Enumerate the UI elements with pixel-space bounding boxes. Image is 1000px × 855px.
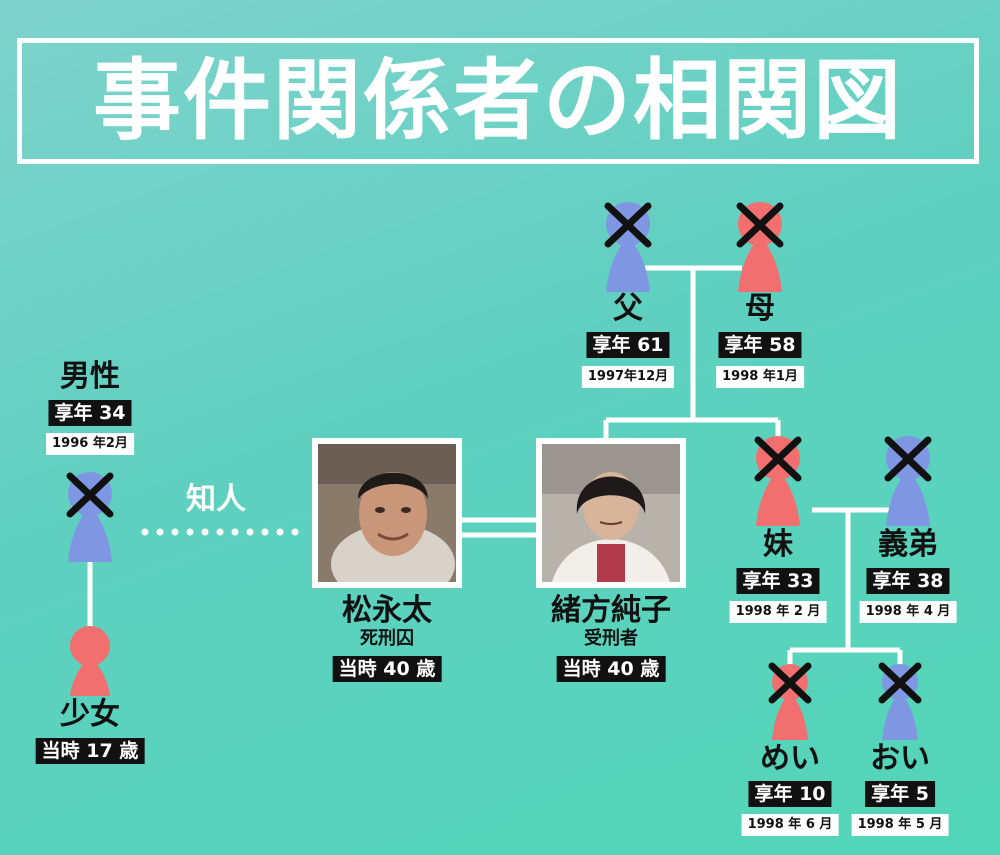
sister-deceased-female-icon	[754, 436, 802, 526]
matsunaga-portrait-image	[318, 444, 456, 582]
brother-in-law-deceased-male-icon	[884, 436, 932, 526]
ogata-photo	[536, 438, 686, 588]
diagram-title: 事件関係者の相関図	[92, 49, 903, 152]
acquaintance-dotted-line	[141, 528, 299, 536]
matsunaga-age: 当時 40 歳	[332, 656, 442, 682]
niece-deceased-female-icon	[768, 662, 812, 740]
sister-age: 享年 33	[736, 568, 820, 594]
ogata-role: 受刑者	[584, 628, 638, 649]
father-name: 父	[613, 291, 643, 326]
father-deceased-male-icon	[604, 202, 652, 292]
acquaintance-label: 知人	[186, 482, 246, 517]
nephew-name: おい	[870, 741, 930, 776]
mother-name: 母	[745, 291, 775, 326]
niece-date: 1998 年 6 月	[741, 814, 839, 836]
ogata-name: 緒方純子	[551, 593, 671, 628]
man-name: 男性	[60, 359, 120, 394]
father-date: 1997年12月	[581, 366, 675, 388]
title-box: 事件関係者の相関図	[17, 38, 979, 164]
brother-in-law-date: 1998 年 4 月	[859, 601, 957, 623]
nephew-date: 1998 年 5 月	[851, 814, 949, 836]
matsunaga-photo	[312, 438, 462, 588]
girl-age: 当時 17 歳	[35, 738, 145, 764]
brother-in-law-name: 義弟	[878, 527, 938, 562]
mother-age: 享年 58	[718, 332, 802, 358]
girl-female-icon	[70, 626, 110, 696]
girl-name: 少女	[60, 697, 120, 732]
nephew-deceased-male-icon	[878, 662, 922, 740]
sister-name: 妹	[763, 527, 793, 562]
father-age: 享年 61	[586, 332, 670, 358]
man-deceased-male-icon	[66, 472, 114, 562]
man-date: 1996 年2月	[46, 433, 134, 455]
niece-age: 享年 10	[748, 781, 832, 807]
nephew-age: 享年 5	[865, 781, 935, 807]
mother-deceased-female-icon	[736, 202, 784, 292]
matsunaga-name: 松永太	[342, 593, 432, 628]
mother-date: 1998 年1月	[716, 366, 804, 388]
ogata-age: 当時 40 歳	[556, 656, 666, 682]
brother-in-law-age: 享年 38	[866, 568, 950, 594]
sister-date: 1998 年 2 月	[729, 601, 827, 623]
niece-name: めい	[760, 741, 820, 776]
man-age: 享年 34	[48, 400, 132, 426]
matsunaga-role: 死刑囚	[360, 628, 414, 649]
ogata-portrait-image	[542, 444, 680, 582]
